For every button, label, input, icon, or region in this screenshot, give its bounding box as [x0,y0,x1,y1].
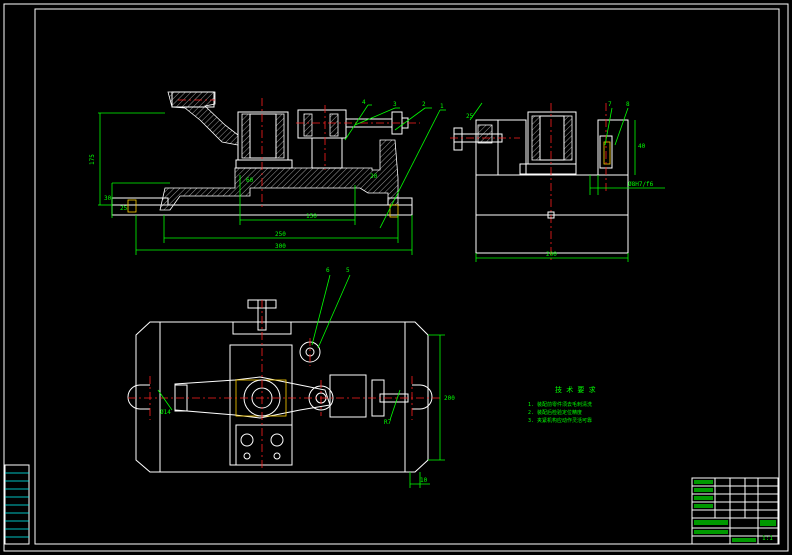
dim-tol: 25 [120,205,128,212]
side-body [475,174,629,254]
side-strip [4,464,30,545]
note-3: 3. 夹紧机构应动作灵活可靠 [528,417,592,424]
note-2: 2. 装配后检验定位精度 [528,409,582,416]
balloon-3: 3 [393,101,397,108]
balloon-8: 8 [626,101,630,108]
note-1: 1. 装配前零件须去毛刺清洗 [528,401,592,408]
dim-bottom: 10 [420,477,428,484]
top-view: 6 5 200 10 Ø14 R7 [127,267,455,488]
balloon-7: 7 [608,101,612,108]
dim-mid: 250 [275,231,286,238]
technical-notes: 技 术 要 求 1. 装配前零件须去毛刺清洗 2. 装配后检验定位精度 3. 夹… [528,385,596,424]
title-block: 1:1 [691,477,779,545]
link-arm [174,376,331,419]
balloon-4: 4 [362,99,366,106]
dim-right: 200 [444,395,455,402]
inner-border [34,8,780,545]
top-base [135,321,429,473]
dim-inner: 150 [306,213,317,220]
balloon-2: 2 [422,101,426,108]
balloon-1: 1 [440,103,444,110]
outer-border [3,3,789,552]
dim-left-side: 25 [466,113,474,120]
dim-r1: 60 [246,177,254,184]
front-view: 4 3 2 1 175 30 150 250 300 60 20 25 [89,91,446,255]
balloon-6: 6 [326,267,330,274]
dim-width: 200 [546,251,557,258]
side-view: 7 8 Ø8H7/f6 200 40 25 [450,101,665,262]
dim-left: 30 [104,195,112,202]
dim-left-r: Ø14 [160,409,171,416]
notes-title: 技 术 要 求 [555,385,596,394]
balloon-5: 5 [346,267,350,274]
clamp-screw [345,118,393,128]
dim-overall: 300 [275,243,286,250]
dim-small: 40 [638,143,646,150]
dim-fit: Ø8H7/f6 [628,181,654,188]
dim-r2: 20 [370,173,378,180]
dim-height: 175 [89,154,96,165]
scale-text: 1:1 [762,535,773,542]
dim-right-r: R7 [384,419,392,426]
